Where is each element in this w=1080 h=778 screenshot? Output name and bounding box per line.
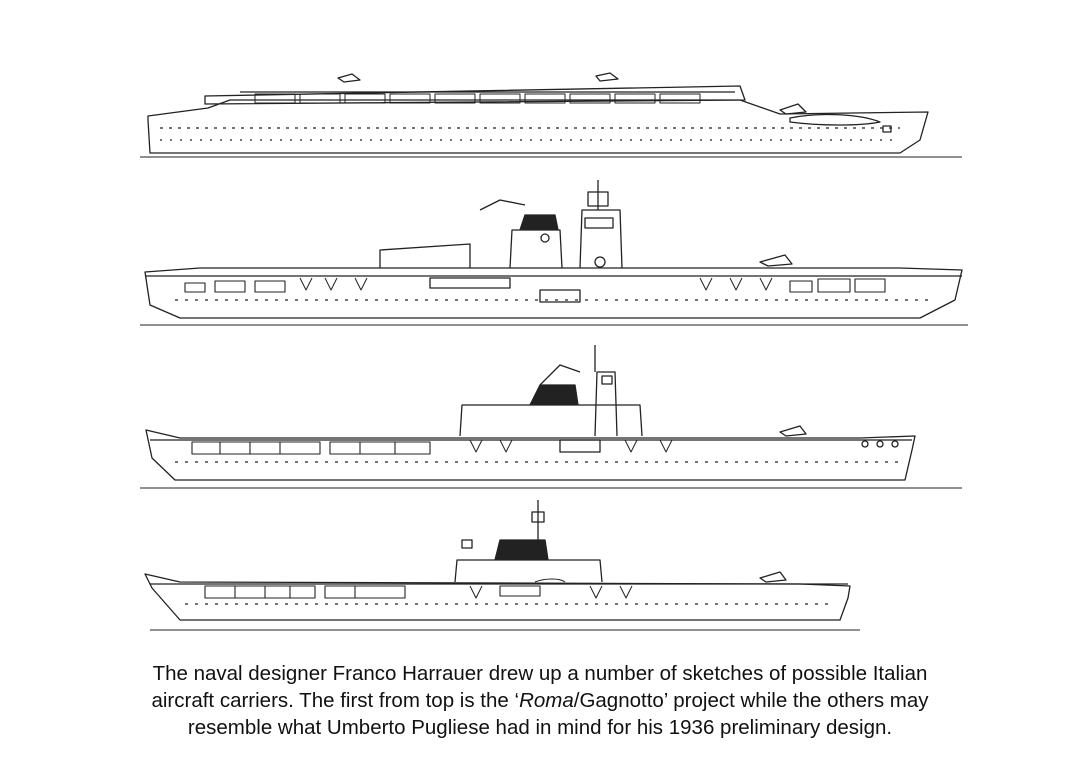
caption-text: The naval designer Franco Harrauer drew … — [151, 662, 928, 712]
caption-italic-roma: Roma — [519, 689, 574, 712]
carrier-sketch-2 — [140, 180, 968, 326]
figure-caption: The naval designer Franco Harrauer drew … — [120, 660, 960, 741]
carrier-sketch-roma — [140, 72, 962, 158]
carrier-sketch-3 — [140, 345, 962, 489]
caption-text-continued: /Gagnotto’ project while the others may … — [187, 689, 929, 739]
carrier-sketches — [140, 72, 968, 631]
carrier-sketch-4 — [144, 500, 860, 631]
